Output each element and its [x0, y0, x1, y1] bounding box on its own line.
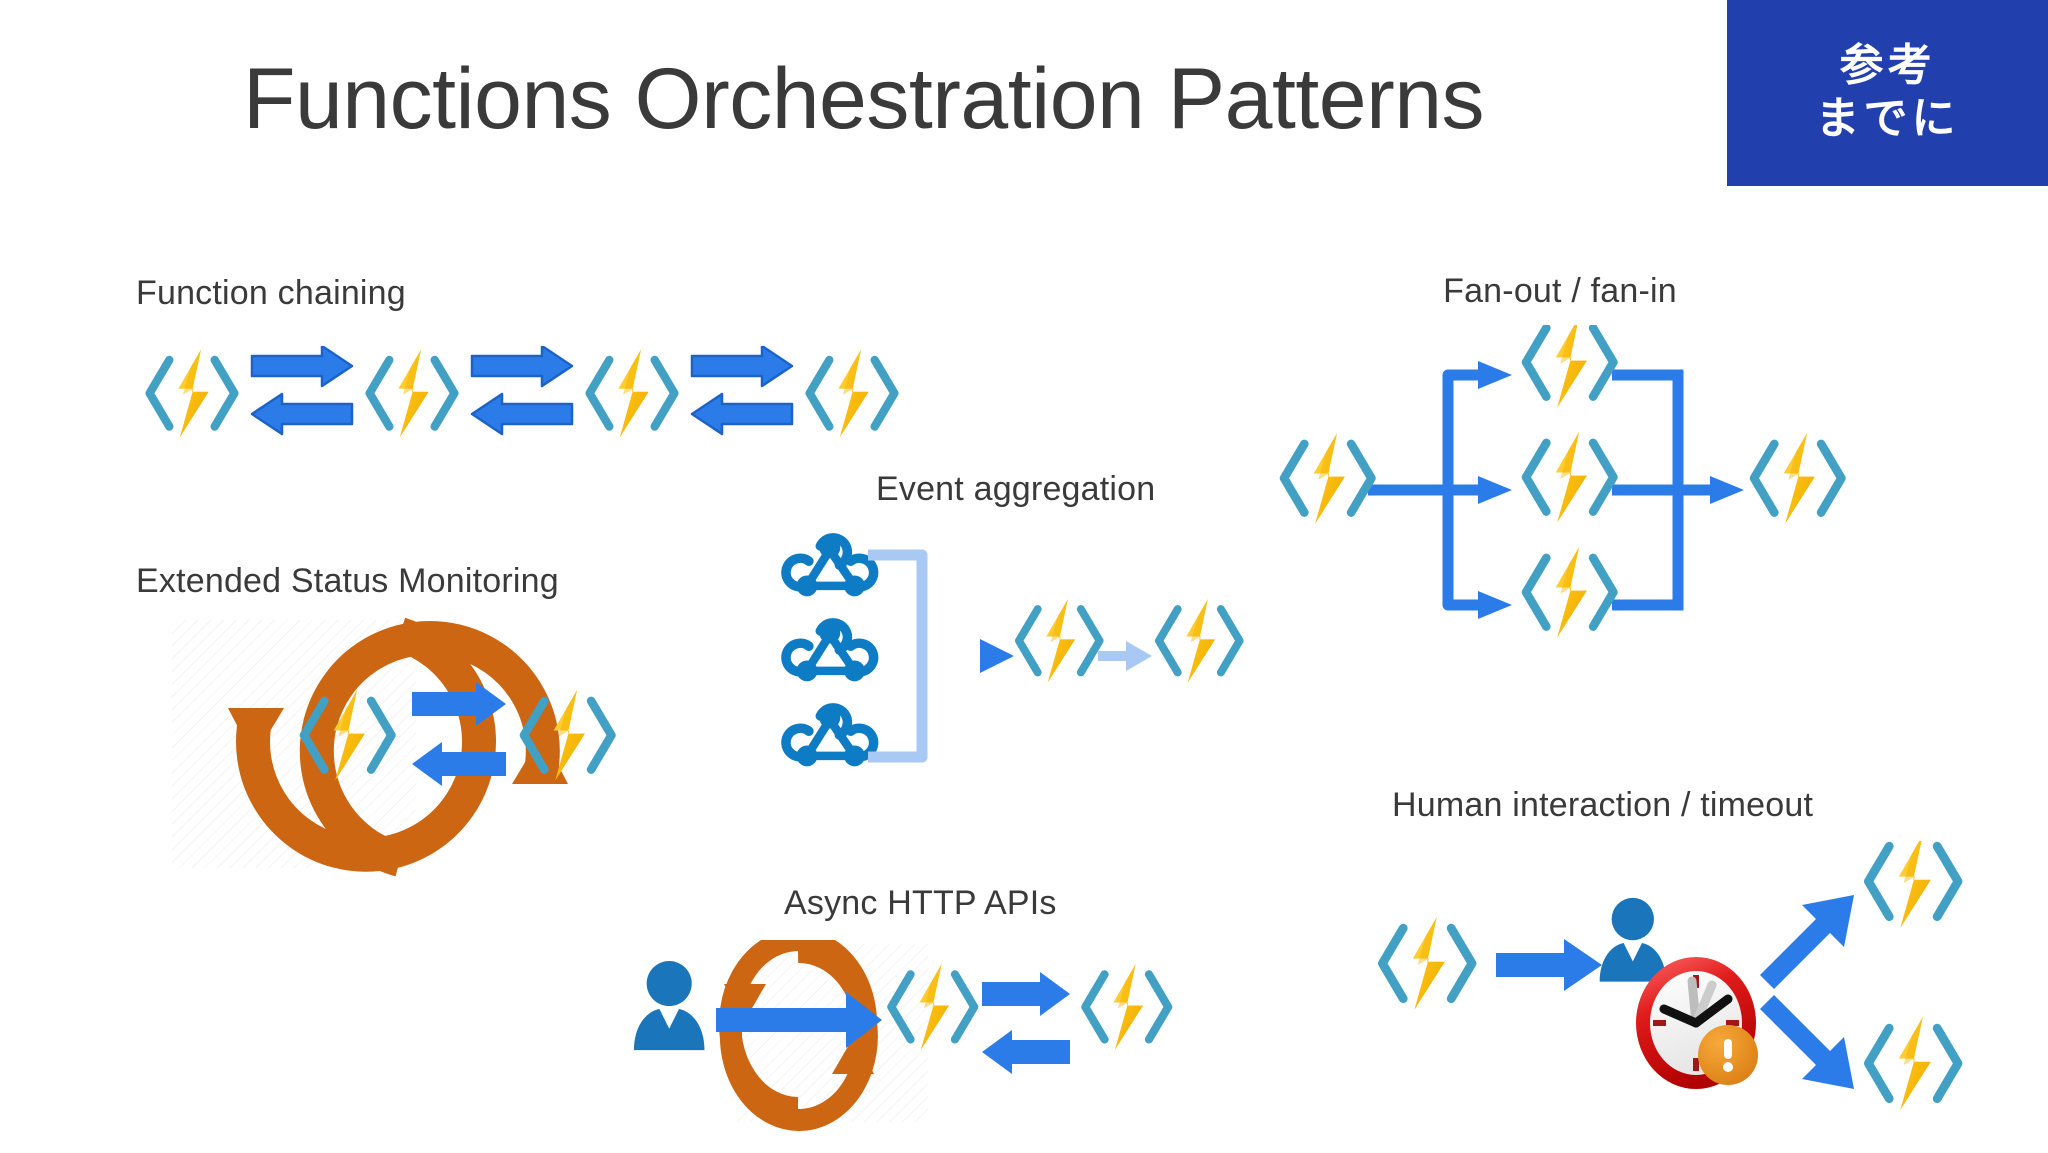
section-label-event-aggregation: Event aggregation	[876, 470, 1156, 508]
section-function-chaining: Function chaining	[136, 274, 908, 453]
arrow-right	[982, 972, 1070, 1016]
event-aggregation-diagram	[780, 527, 1260, 787]
function-icon[interactable]	[136, 335, 248, 453]
webhook-icon	[786, 707, 874, 766]
arrow-right	[716, 992, 882, 1048]
exchange-arrows	[248, 346, 356, 442]
section-human-interaction-timeout: Human interaction / timeout	[1392, 786, 2008, 1146]
extended-status-diagram	[150, 612, 650, 887]
status-loop-diagram	[228, 617, 650, 877]
section-label-human-interaction-timeout: Human interaction / timeout	[1392, 786, 1814, 824]
badge-line-1: 参考	[1839, 41, 1936, 91]
section-label-fan-out-fan-in: Fan-out / fan-in	[1443, 272, 1677, 310]
refresh-loop-icon	[228, 617, 568, 877]
arrow-right	[1496, 939, 1602, 991]
person-icon	[1599, 897, 1666, 982]
async-http-diagram	[620, 929, 1240, 1145]
fan-out-fan-in-diagram	[1240, 325, 1880, 655]
exchange-arrows	[468, 346, 576, 442]
section-label-extended-status-monitoring: Extended Status Monitoring	[136, 562, 559, 600]
webhook-icon	[786, 622, 874, 681]
arrow-right-light	[1098, 641, 1152, 671]
reference-badge: 参考 までに	[1727, 0, 2048, 186]
badge-line-2: までに	[1815, 94, 1960, 143]
arrow-left	[412, 742, 506, 786]
section-extended-status-monitoring: Extended Status Monitoring	[136, 562, 559, 601]
section-label-async-http-apis: Async HTTP APIs	[784, 884, 1057, 922]
section-fan-out-fan-in: Fan-out / fan-in	[1380, 272, 1880, 660]
human-interaction-diagram	[1368, 841, 2008, 1141]
page-title: Functions Orchestration Patterns	[242, 51, 1485, 147]
arrow-up-right	[1760, 895, 1854, 989]
section-label-function-chaining: Function chaining	[136, 274, 406, 312]
arrow-down-right	[1760, 995, 1854, 1089]
function-icon[interactable]	[356, 335, 468, 453]
refresh-loop-icon	[719, 929, 878, 1131]
function-icon[interactable]	[796, 335, 908, 453]
exchange-arrows	[688, 346, 796, 442]
person-icon	[633, 960, 705, 1051]
section-event-aggregation: Event aggregation	[876, 470, 1260, 792]
function-icon[interactable]	[576, 335, 688, 453]
arrow-right	[412, 682, 506, 726]
async-flow-diagram	[633, 929, 1240, 1131]
webhook-icon	[786, 537, 874, 596]
clock-alert-icon	[1636, 957, 1758, 1089]
section-async-http-apis: Async HTTP APIs	[784, 884, 1057, 923]
arrow-left	[982, 1030, 1070, 1074]
